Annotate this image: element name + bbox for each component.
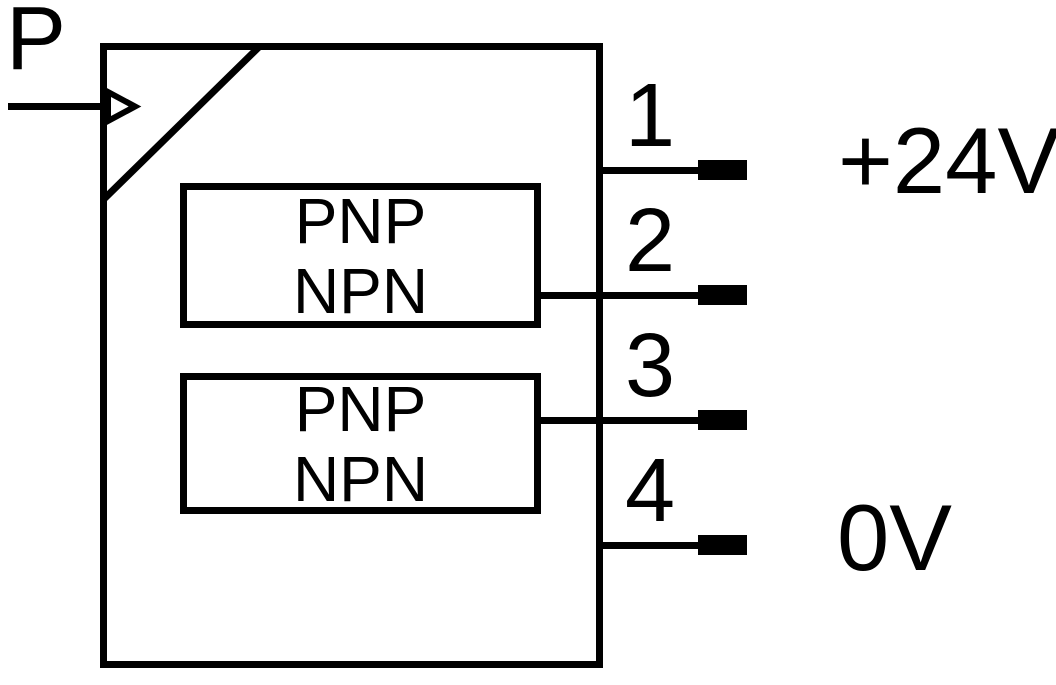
pin-2-number: 2	[624, 191, 676, 291]
pin-3-wire	[534, 417, 698, 424]
sensor-corner-diagonal-line	[101, 43, 263, 202]
output-stage-1-line1: PNP	[294, 184, 427, 257]
pin-2-terminal	[698, 285, 747, 305]
pin-4-terminal	[698, 535, 747, 555]
pin-1-terminal	[698, 160, 747, 180]
pin-1-wire	[599, 167, 698, 174]
pressure-port-label: P	[6, 0, 67, 89]
output-stage-block-2: PNP NPN	[180, 373, 541, 514]
pin-1-number: 1	[624, 66, 676, 166]
pin-4-wire	[599, 542, 698, 549]
pin-1-voltage-label: +24V	[838, 108, 1056, 213]
pin-4-voltage-label: 0V	[837, 485, 952, 590]
sensor-body-outline	[100, 43, 603, 668]
pin-3-number: 3	[624, 316, 676, 416]
output-stage-2-line1: PNP	[294, 372, 427, 445]
pin-4-number: 4	[624, 441, 676, 541]
pressure-input-arrowhead-icon	[105, 86, 142, 127]
output-stage-2-line2: NPN	[292, 442, 429, 515]
pin-3-terminal	[698, 410, 747, 430]
output-stage-block-1: PNP NPN	[180, 183, 541, 328]
pin-2-wire	[534, 292, 698, 299]
output-stage-1-line2: NPN	[292, 254, 429, 327]
